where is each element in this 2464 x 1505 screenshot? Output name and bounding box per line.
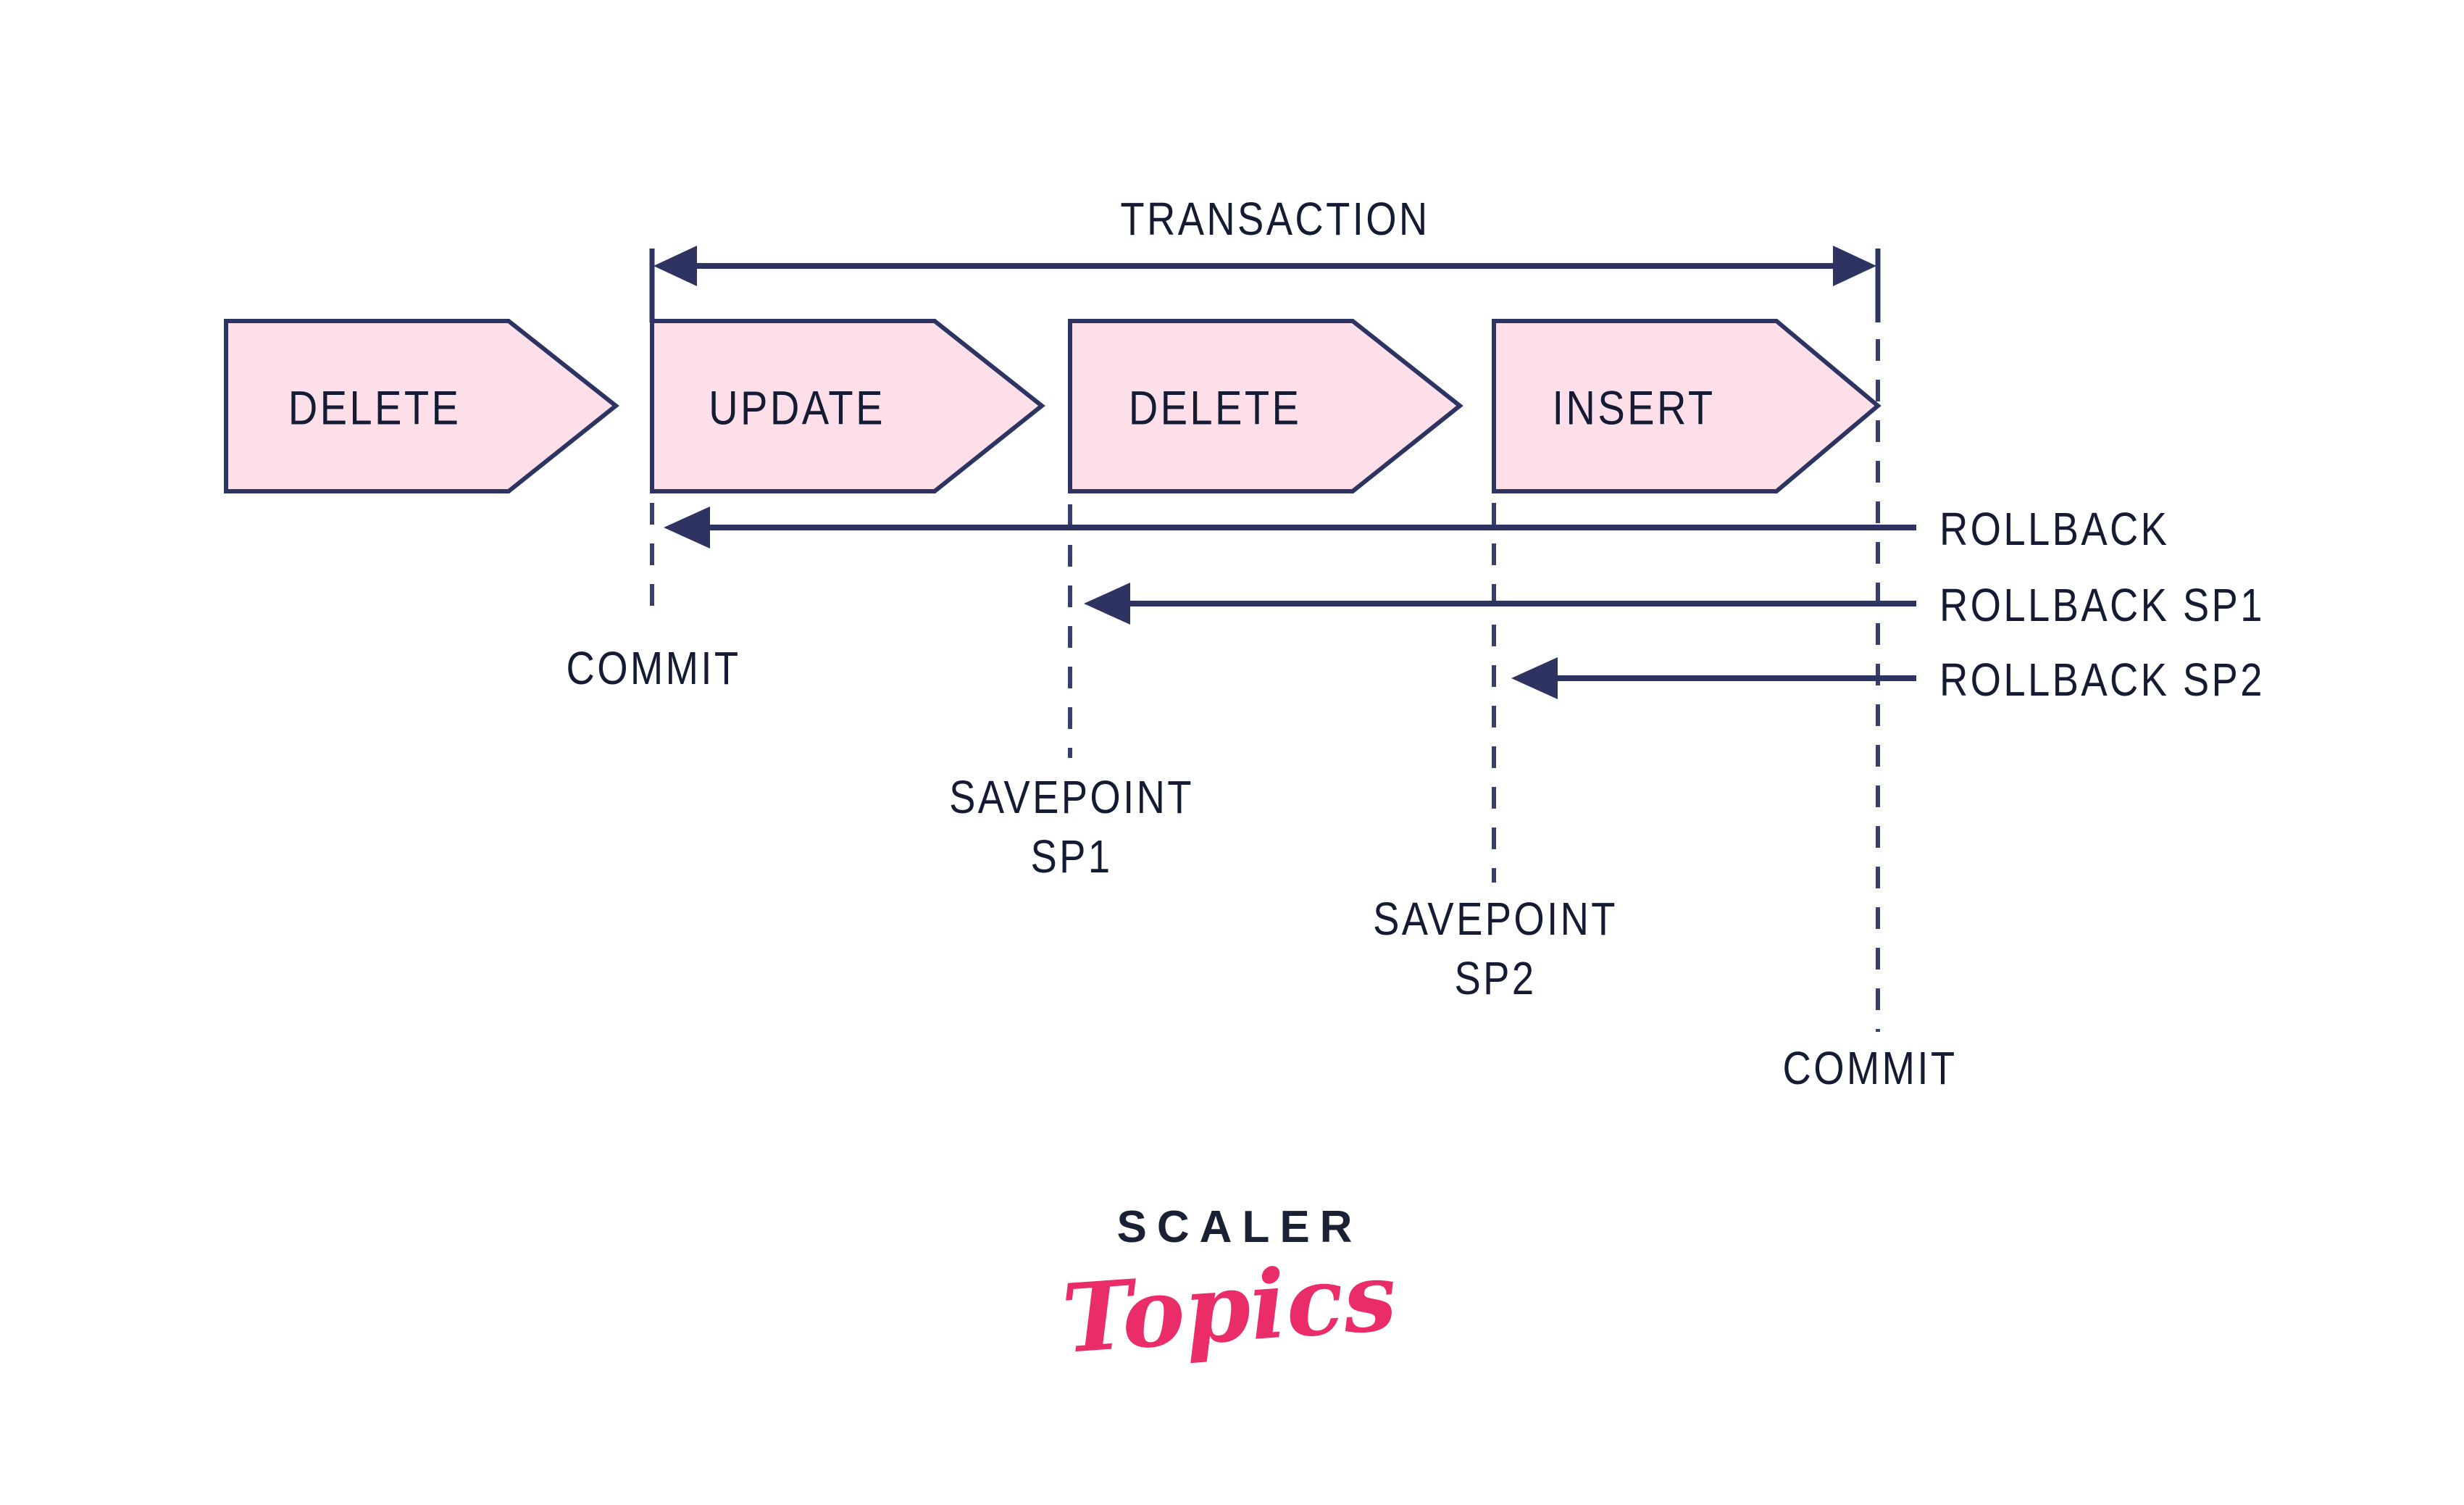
savepoint1-label-line2: SP1 — [1030, 830, 1112, 883]
rollback-label: ROLLBACK — [1939, 503, 2169, 555]
step-arrow-insert — [1492, 319, 1882, 493]
step-label-update: UPDATE — [709, 381, 885, 434]
step-arrow-delete-1 — [224, 319, 619, 493]
step-label-delete-1: DELETE — [288, 381, 462, 434]
commit-end-label: COMMIT — [1783, 1042, 1958, 1094]
transaction-right-arrowhead-icon — [1833, 246, 1876, 286]
step-arrow-delete-2 — [1068, 319, 1463, 493]
rollback-sp2-label: ROLLBACK SP2 — [1939, 654, 2265, 706]
savepoint2-label-line2: SP2 — [1454, 952, 1536, 1004]
transaction-left-arrowhead-icon — [653, 246, 697, 286]
transaction-title: TRANSACTION — [1120, 193, 1429, 245]
savepoint1-label-line1: SAVEPOINT — [949, 771, 1194, 823]
rollback-sp2-arrowhead-icon — [1511, 657, 1558, 699]
rollback-sp1-label: ROLLBACK SP1 — [1939, 579, 2265, 631]
step-arrow-update — [650, 319, 1045, 493]
rollback-sp1-arrowhead-icon — [1084, 583, 1130, 625]
commit-start-label: COMMIT — [567, 642, 741, 694]
step-label-insert: INSERT — [1552, 381, 1715, 434]
step-label-delete-2: DELETE — [1129, 381, 1302, 434]
logo-word-text: Topics — [1058, 1241, 1400, 1375]
rollback-arrowhead-icon — [664, 506, 710, 549]
logo-brand-text: SCALER — [1117, 1202, 1363, 1252]
savepoint2-label-line1: SAVEPOINT — [1373, 893, 1618, 945]
